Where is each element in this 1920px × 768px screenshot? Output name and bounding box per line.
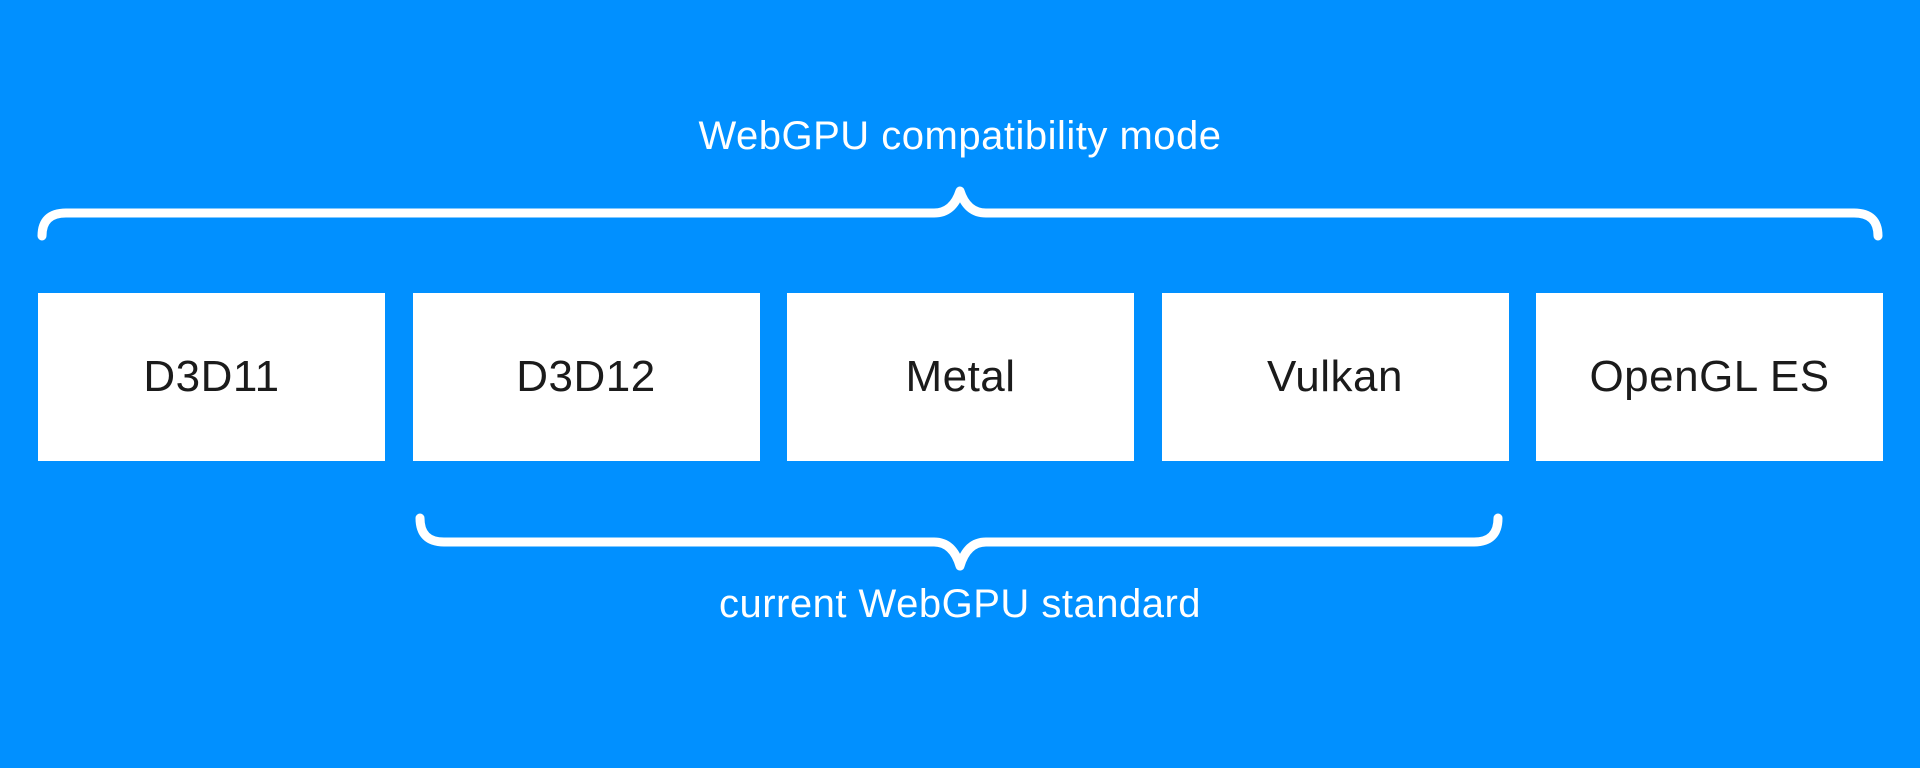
api-box-metal: Metal	[787, 293, 1134, 461]
top-brace-icon	[37, 186, 1883, 241]
top-brace-label: WebGPU compatibility mode	[698, 114, 1222, 158]
api-box-vulkan: Vulkan	[1161, 293, 1509, 461]
api-box-opengl-es: OpenGL ES	[1536, 293, 1883, 461]
api-box-d3d11: D3D11	[38, 293, 385, 461]
bottom-brace-label: current WebGPU standard	[718, 582, 1202, 626]
api-box-d3d12: D3D12	[412, 293, 760, 461]
api-boxes-row: D3D11 D3D12 Metal Vulkan OpenGL ES	[38, 293, 1883, 461]
bottom-brace-icon	[415, 513, 1503, 571]
